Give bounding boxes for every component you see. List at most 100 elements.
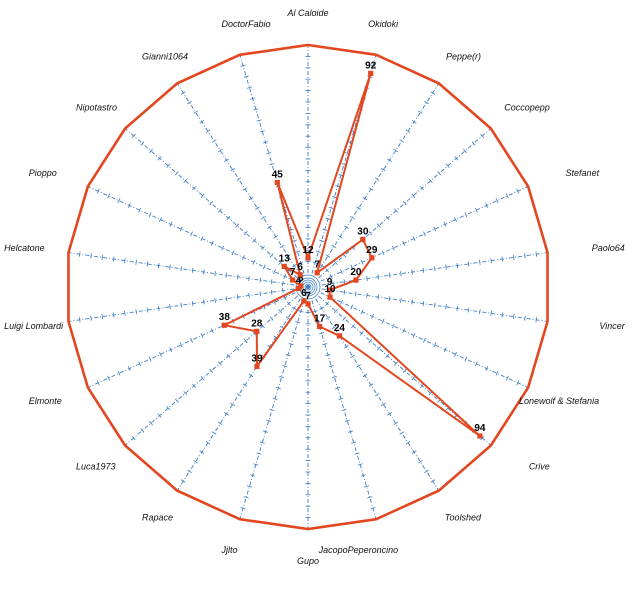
axis-tick [474, 361, 478, 367]
axis-tick [333, 308, 338, 314]
axis-tick [211, 431, 217, 435]
axis-tick [422, 301, 425, 307]
value-label: 17 [314, 313, 326, 324]
category-label: Luca1973 [76, 461, 116, 471]
axis-tick [148, 212, 152, 218]
axis-tick [393, 421, 399, 426]
axis-tick [433, 342, 437, 348]
axis-tick [331, 244, 337, 249]
axis-tick [490, 258, 492, 264]
axis-tick [248, 373, 254, 378]
axis-tick [360, 259, 364, 265]
axis-tick [278, 260, 283, 266]
axis-tick [411, 376, 416, 381]
axis-tick [456, 305, 459, 311]
axis-tick [368, 230, 373, 236]
category-label: Stefanet [566, 168, 600, 178]
axis-tick [181, 91, 186, 95]
axis-tick [279, 244, 285, 249]
axis-tick [343, 289, 346, 295]
axis-tick [259, 441, 265, 444]
axis-tick [240, 64, 246, 67]
axis-tick [169, 347, 173, 353]
data-point [369, 255, 375, 261]
axis-tick [402, 368, 407, 373]
value-label: 12 [302, 245, 314, 256]
axis-tick [246, 86, 252, 89]
axis-tick [252, 238, 257, 243]
category-label: Gupo [297, 556, 319, 566]
data-point [353, 277, 359, 283]
axis-tick [524, 315, 526, 321]
axis-tick [107, 375, 111, 381]
category-label: Al Caloide [286, 8, 328, 18]
value-label: 4 [296, 275, 302, 286]
category-label: DoctorFabio [222, 19, 271, 29]
axis-tick [248, 275, 250, 282]
value-label: 94 [474, 423, 486, 434]
axis-tick [169, 264, 171, 270]
axis-tick [474, 207, 478, 213]
category-label: Pioppo [29, 168, 57, 178]
axis-tick [273, 269, 276, 275]
axis-tick [224, 158, 229, 162]
axis-tick [240, 507, 246, 510]
axis-tick [535, 317, 538, 323]
axis-tick [405, 129, 411, 134]
axis-tick [285, 354, 291, 357]
category-label: Vincer [599, 321, 625, 331]
axis-tick [325, 217, 331, 220]
category-label: Nipotastro [76, 103, 117, 113]
axis-tick [266, 419, 272, 422]
category-label: Elmonte [29, 396, 62, 406]
data-point [281, 263, 287, 269]
axis-tick [236, 392, 242, 397]
axis-tick [385, 353, 390, 359]
axis-tick [437, 171, 442, 176]
axis-tick [402, 328, 406, 334]
axis-tick [319, 239, 325, 242]
axis-tick [159, 351, 162, 357]
axis-tick [411, 193, 416, 198]
axis-tick [192, 383, 196, 388]
category-label: Jjlto [221, 545, 238, 555]
axis-tick [148, 356, 152, 362]
axis-tick [331, 195, 337, 199]
axis-tick [371, 314, 374, 319]
axis-tick [374, 177, 380, 182]
axis-tick [138, 207, 142, 213]
axis-tick [159, 217, 162, 223]
axis-tick [217, 148, 223, 153]
axis-tick [243, 75, 249, 78]
axis-tick [117, 370, 121, 376]
axis-tick [96, 188, 100, 194]
value-label: 92 [365, 60, 377, 71]
axis-tick [295, 321, 301, 324]
value-label: 3 [298, 273, 304, 284]
axis-tick [101, 314, 104, 320]
axis-tick [243, 338, 248, 344]
axis-tick [400, 297, 402, 303]
category-label: Helcatone [4, 243, 45, 253]
axis-tick [354, 291, 357, 297]
category-label: Crive [529, 461, 550, 471]
axis-tick [191, 267, 194, 273]
axis-tick [157, 156, 162, 161]
value-label: 28 [251, 318, 263, 329]
axis-tick [242, 383, 248, 387]
axis-tick [272, 174, 278, 177]
axis-tick [362, 373, 368, 378]
data-point [316, 323, 323, 330]
axis-tick [471, 141, 476, 146]
series-line [221, 73, 481, 437]
axis-tick [230, 168, 235, 172]
axis-tick [248, 196, 254, 201]
axis-tick [269, 316, 274, 321]
axis-tick [387, 412, 392, 416]
center-dot [305, 284, 311, 290]
axis-tick [454, 351, 457, 357]
value-label: 45 [272, 170, 284, 181]
axis-tick [236, 274, 239, 280]
axis-tick [90, 315, 92, 321]
axis-tick [335, 184, 341, 188]
